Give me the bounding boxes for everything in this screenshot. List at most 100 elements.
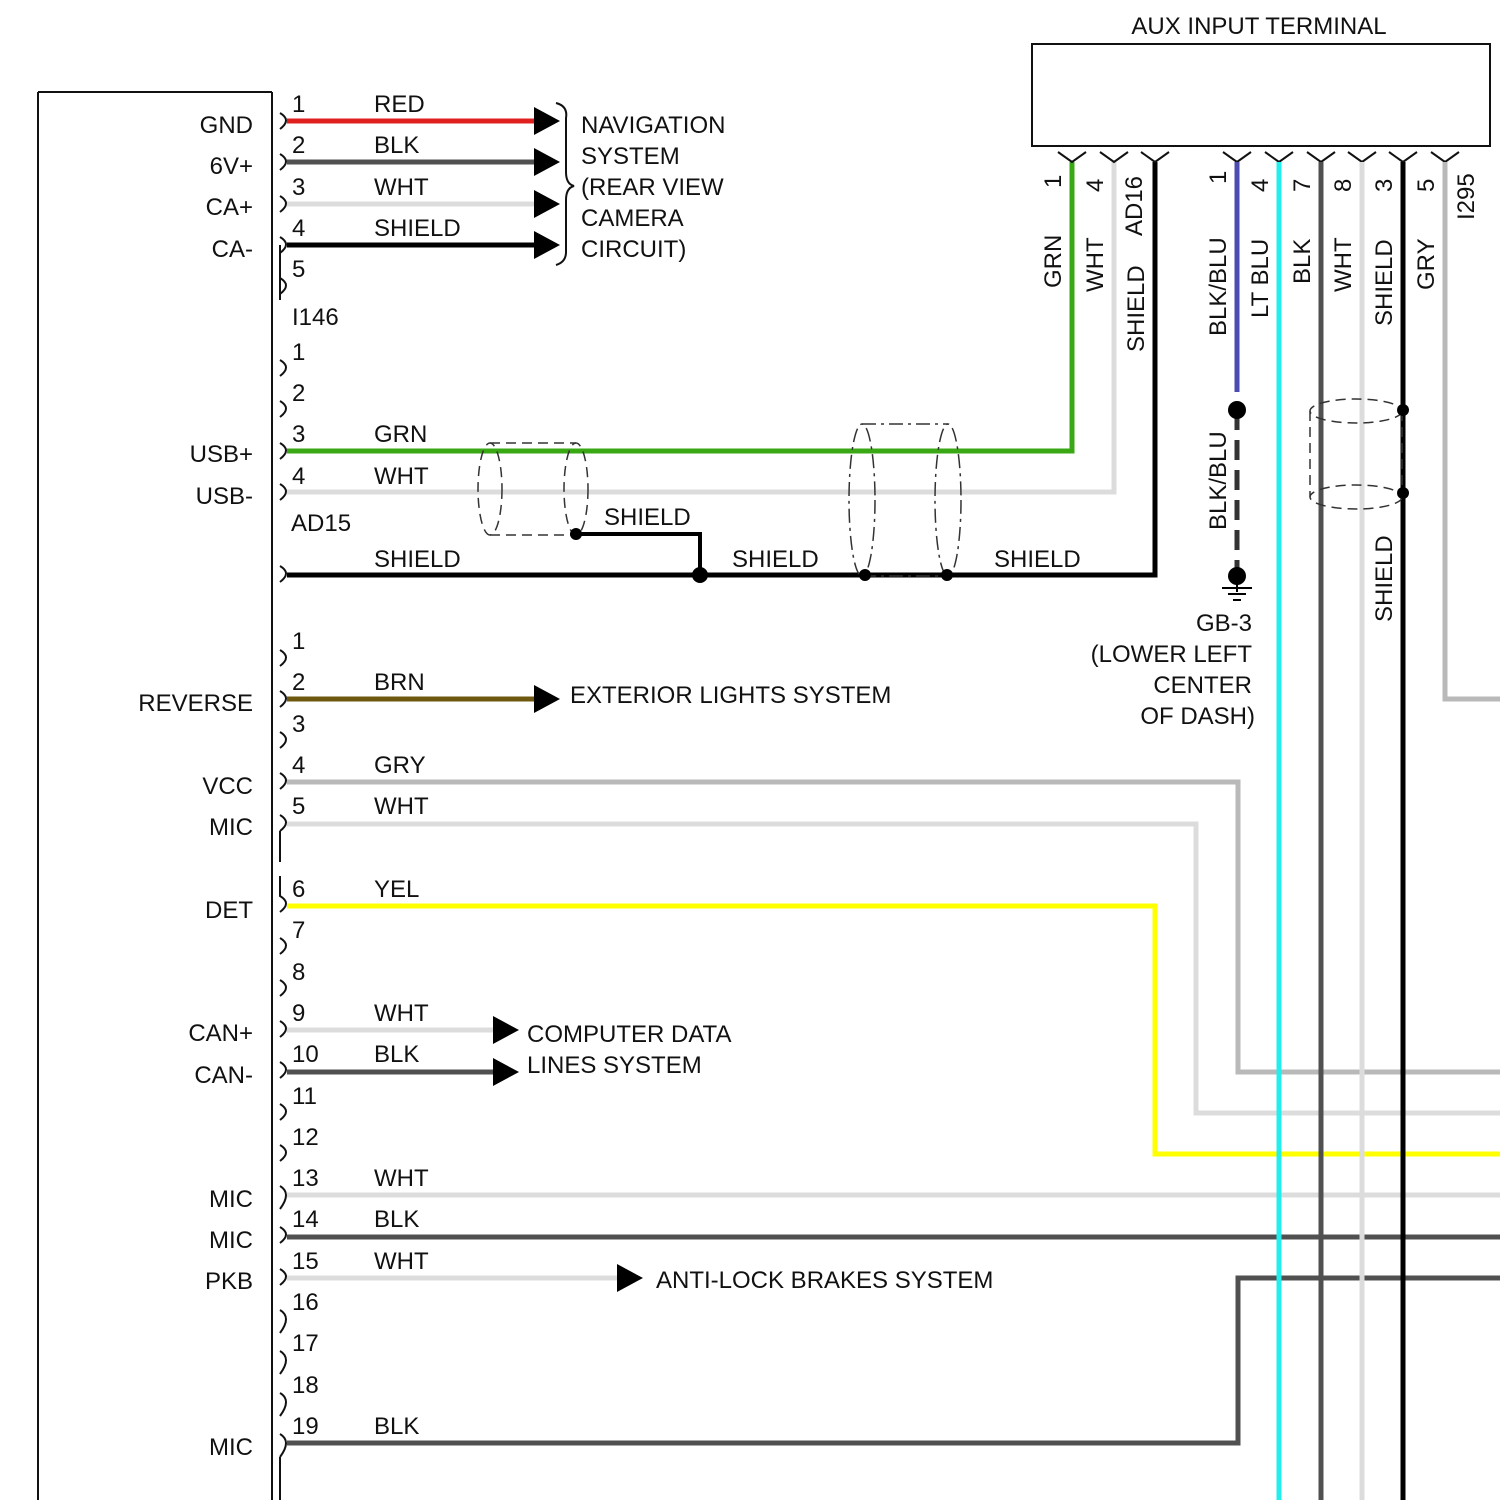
wire-label-grn: GRN	[374, 421, 427, 448]
aux-pin-number: 3	[1371, 179, 1398, 192]
unit-label-usb-plus: USB+	[190, 441, 253, 468]
aux-right-pin-labels: 1 4 7 8 3 5 I295 BLK/BLU LT BLU BLK WHT …	[1205, 171, 1480, 336]
pin-number: 5	[292, 256, 305, 283]
unit-label-ca-plus: CA+	[206, 194, 253, 221]
shield-label: SHIELD	[994, 546, 1081, 573]
anti-lock-label: ANTI-LOCK BRAKES SYSTEM	[656, 1267, 993, 1294]
unit-label-6v: 6V+	[210, 153, 253, 180]
unit-label-mic: MIC	[209, 1186, 253, 1213]
unit-label-can-plus: CAN+	[188, 1020, 253, 1047]
aux-pin-number: 4	[1082, 179, 1109, 192]
pin-number: 13	[292, 1165, 319, 1192]
wire-label-red: RED	[374, 91, 425, 118]
aux-wire-color: SHIELD	[1123, 265, 1150, 352]
unit-label-ca-minus: CA-	[212, 236, 253, 263]
ground-location: CENTER	[1153, 672, 1252, 699]
wire-label-wht: WHT	[374, 1165, 429, 1192]
aux-left-pin-labels: 1 4 GRN WHT SHIELD AD16	[1040, 175, 1150, 352]
aux-pin-number: 5	[1413, 179, 1440, 192]
connector-ad16-name: AD16	[1121, 176, 1148, 236]
pin-number: 17	[292, 1330, 319, 1357]
ground-location: OF DASH)	[1140, 703, 1255, 730]
unit-label-pkb: PKB	[205, 1268, 253, 1295]
wire-label-blk: BLK	[374, 1206, 419, 1233]
pin-number: 7	[292, 917, 305, 944]
pin-number: 1	[292, 628, 305, 655]
aux-terminal-box	[1032, 44, 1490, 146]
pin-number: 3	[292, 421, 305, 448]
aux-pin-number: 1	[1040, 175, 1067, 188]
aux-pin-number: 7	[1289, 179, 1316, 192]
connector-i146-name: I146	[292, 304, 339, 331]
ground-symbol-icon	[1222, 567, 1252, 600]
wire-label-blk: BLK	[374, 1413, 419, 1440]
navigation-line: CIRCUIT)	[581, 236, 686, 263]
aux-terminal-title: AUX INPUT TERMINAL	[1131, 13, 1386, 40]
aux-pin-number: 4	[1247, 179, 1274, 192]
wire-label-wht: WHT	[374, 463, 429, 490]
wire-label-shield: SHIELD	[374, 215, 461, 242]
unit-label-reverse: REVERSE	[138, 690, 253, 717]
shield-label: SHIELD	[604, 504, 691, 531]
unit-pin-labels: GND 6V+ CA+ CA- USB+ USB- REVERSE VCC MI…	[138, 112, 253, 1461]
ground-name: GB-3	[1196, 610, 1252, 637]
wire-label-blk: BLK	[374, 132, 419, 159]
aux-wire-color: BLK/BLU	[1205, 237, 1232, 336]
wire-label-blk: BLK	[374, 1041, 419, 1068]
pin-number: 2	[292, 380, 305, 407]
computer-data-label: COMPUTER DATA	[527, 1021, 731, 1048]
wire-label-wht: WHT	[374, 793, 429, 820]
aux-wire-color: SHIELD	[1371, 239, 1398, 326]
aux-terminal-chevrons	[1058, 152, 1459, 162]
aux-wire-color: GRY	[1413, 238, 1440, 290]
connector-ad15-brackets	[280, 360, 286, 582]
pin-number: 14	[292, 1206, 319, 1233]
navigation-line: SYSTEM	[581, 143, 680, 170]
shield-drain	[576, 534, 700, 575]
pin-number: 4	[292, 752, 305, 779]
connector-i146-brackets	[280, 113, 286, 300]
arrow-heads	[534, 107, 560, 259]
unit-label-usb-minus: USB-	[196, 483, 253, 510]
navigation-brace	[556, 103, 574, 265]
pin-number: 12	[292, 1124, 319, 1151]
ground-location: (LOWER LEFT	[1091, 641, 1253, 668]
pin-number: 2	[292, 669, 305, 696]
connector-ad15-name: AD15	[291, 510, 351, 537]
twisted-pair-shield-2	[849, 424, 961, 576]
wire-label-brn: BRN	[374, 669, 425, 696]
pin-number: 3	[292, 711, 305, 738]
pin-number: 18	[292, 1372, 319, 1399]
aux-wire-color: BLK	[1289, 239, 1316, 284]
navigation-label: NAVIGATION SYSTEM (REAR VIEW CAMERA CIRC…	[581, 112, 725, 263]
pin-number: 1	[292, 339, 305, 366]
pin-number: 5	[292, 793, 305, 820]
connector-ad15-pins: 1 2 3 4 AD15	[291, 339, 351, 537]
computer-data-label: LINES SYSTEM	[527, 1052, 702, 1079]
unit-label-mic: MIC	[209, 1434, 253, 1461]
ground-wire-label: BLK/BLU	[1205, 431, 1232, 530]
aux-wire-color: LT BLU	[1247, 239, 1274, 318]
wire-label-wht: WHT	[374, 174, 429, 201]
vertical-shield-label: SHIELD	[1371, 535, 1398, 622]
unit-label-mic: MIC	[209, 1227, 253, 1254]
arrow-heads	[493, 685, 643, 1292]
aux-wire-color: WHT	[1330, 237, 1357, 292]
pin-number: 19	[292, 1413, 319, 1440]
pin-number: 6	[292, 876, 305, 903]
wire-label-gry: GRY	[374, 752, 426, 779]
pin-number: 4	[292, 215, 305, 242]
unit-label-mic: MIC	[209, 814, 253, 841]
navigation-line: NAVIGATION	[581, 112, 725, 139]
unit-label-det: DET	[205, 897, 253, 924]
pin-number: 1	[292, 91, 305, 118]
pin-number: 3	[292, 174, 305, 201]
unit-label-vcc: VCC	[202, 773, 253, 800]
aux-pin-number: 1	[1205, 171, 1232, 184]
connector-i295-name: I295	[1453, 173, 1480, 220]
lower-connector-brackets	[280, 650, 286, 1500]
pin-number: 11	[292, 1083, 317, 1110]
connector-i146-pins: 1 2 3 4 5 I146	[292, 91, 339, 331]
pin-number: 16	[292, 1289, 319, 1316]
